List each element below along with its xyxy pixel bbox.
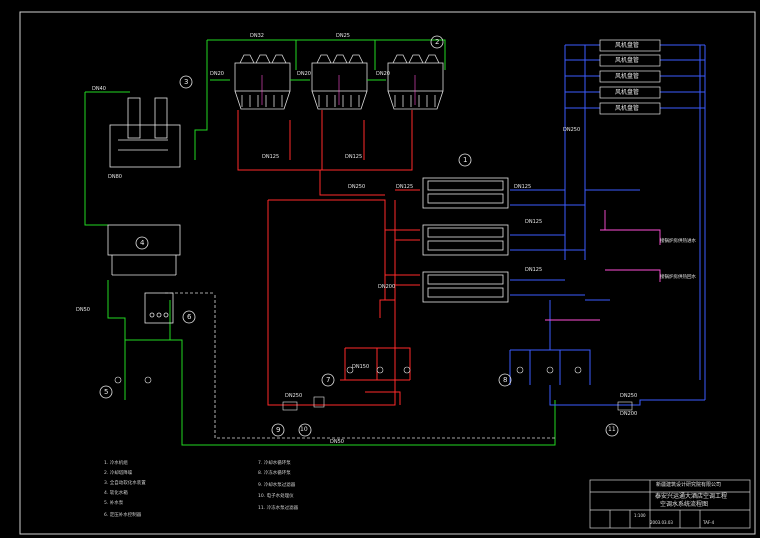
label-dn150: DN150	[352, 364, 370, 370]
label-dn250-d: DN250	[620, 393, 638, 399]
cooling-water-piping	[237, 110, 420, 406]
note-item: 4. 软化水箱	[104, 491, 128, 496]
label-dn50-b: DN50	[330, 439, 344, 445]
label-dn200-b: DN200	[620, 411, 638, 417]
callout-3: 3	[184, 78, 189, 86]
chiller-1	[422, 177, 509, 209]
pump-groups	[114, 366, 633, 411]
drawing-border	[19, 11, 756, 535]
fan-coil-label-1: 风机盘管	[615, 42, 640, 49]
label-dn125-b: DN125	[345, 154, 363, 160]
tower-fan-details	[261, 75, 416, 105]
cooling-tower-3	[387, 54, 444, 110]
makeup-water-piping	[84, 39, 556, 446]
label-dn20-b: DN20	[297, 71, 311, 77]
title-block-frame	[589, 479, 751, 529]
fan-coil-label-3: 风机盘管	[615, 73, 640, 80]
callout-7: 7	[326, 376, 331, 384]
callout-markers	[99, 35, 619, 437]
chiller-2	[422, 224, 509, 256]
callout-11: 11	[608, 426, 616, 433]
callout-10: 10	[300, 426, 308, 433]
callout-4: 4	[140, 239, 145, 247]
fan-coil-label-2: 风机盘管	[615, 57, 640, 64]
label-dn250-c: DN250	[285, 393, 303, 399]
label-dn125-e: DN125	[525, 219, 543, 225]
softened-water-tank	[107, 224, 181, 276]
label-dn20-c: DN20	[376, 71, 390, 77]
title-scale: 1:100	[634, 513, 646, 518]
label-dn200-a: DN200	[378, 284, 396, 290]
boiler-return-label: 接锅炉房供热回水	[660, 275, 696, 280]
fan-coil-units	[599, 39, 661, 115]
pressure-control-box	[144, 292, 174, 324]
cooling-towers	[234, 54, 444, 110]
note-item: 2. 冷却塔降噪	[104, 471, 133, 476]
chilled-water-piping	[509, 44, 706, 406]
note-item: 7. 冷却水循环泵	[258, 461, 291, 466]
note-item: 3. 全自动软化水装置	[104, 481, 146, 486]
label-dn125-a: DN125	[262, 154, 280, 160]
title-drawing-no: TAF-4	[703, 520, 715, 525]
note-item: 11. 冷冻水泵过滤器	[258, 506, 299, 511]
label-dn50-a: DN50	[76, 307, 90, 313]
title-project: 泰安兴运通大酒店空调工程	[655, 493, 728, 500]
label-dn20-a: DN20	[210, 71, 224, 77]
note-item: 1. 冷水机组	[104, 461, 128, 466]
callout-5: 5	[104, 388, 109, 396]
fan-coil-label-4: 风机盘管	[615, 89, 640, 96]
label-dn80: DN80	[108, 174, 122, 180]
callout-8: 8	[503, 376, 508, 384]
label-dn25: DN25	[336, 33, 350, 39]
label-dn250-b: DN250	[563, 127, 581, 133]
title-date: 2003.03.03	[650, 520, 673, 525]
chiller-3	[422, 271, 509, 303]
note-item: 5. 补水泵	[104, 501, 124, 506]
label-dn32: DN32	[250, 33, 264, 39]
callout-2: 2	[435, 38, 440, 46]
chillers	[422, 177, 509, 303]
callout-6: 6	[187, 313, 192, 321]
title-drawing-name: 空调水系统流程图	[660, 501, 709, 508]
water-softener	[109, 97, 181, 168]
cooling-tower-2	[311, 54, 368, 110]
note-item: 9. 冷却水泵过滤器	[258, 483, 296, 488]
label-dn125-d: DN125	[514, 184, 532, 190]
control-dashed-line	[214, 295, 555, 439]
note-item: 6. 定压补水控制器	[104, 513, 142, 518]
cooling-tower-1	[234, 54, 291, 110]
label-dn125-f: DN125	[525, 267, 543, 273]
title-company: 新疆建筑设计研究院有限公司	[656, 482, 722, 488]
heating-branches	[545, 210, 661, 321]
note-item: 10. 电子水处理仪	[258, 494, 294, 499]
note-item: 8. 冷冻水循环泵	[258, 471, 291, 476]
label-dn40: DN40	[92, 86, 106, 92]
callout-1: 1	[463, 156, 468, 164]
label-dn250-a: DN250	[348, 184, 366, 190]
callout-9: 9	[276, 426, 281, 434]
label-dn125-c: DN125	[396, 184, 414, 190]
fan-coil-label-5: 风机盘管	[615, 105, 640, 112]
boiler-supply-label: 接锅炉房供热进水	[660, 239, 696, 244]
